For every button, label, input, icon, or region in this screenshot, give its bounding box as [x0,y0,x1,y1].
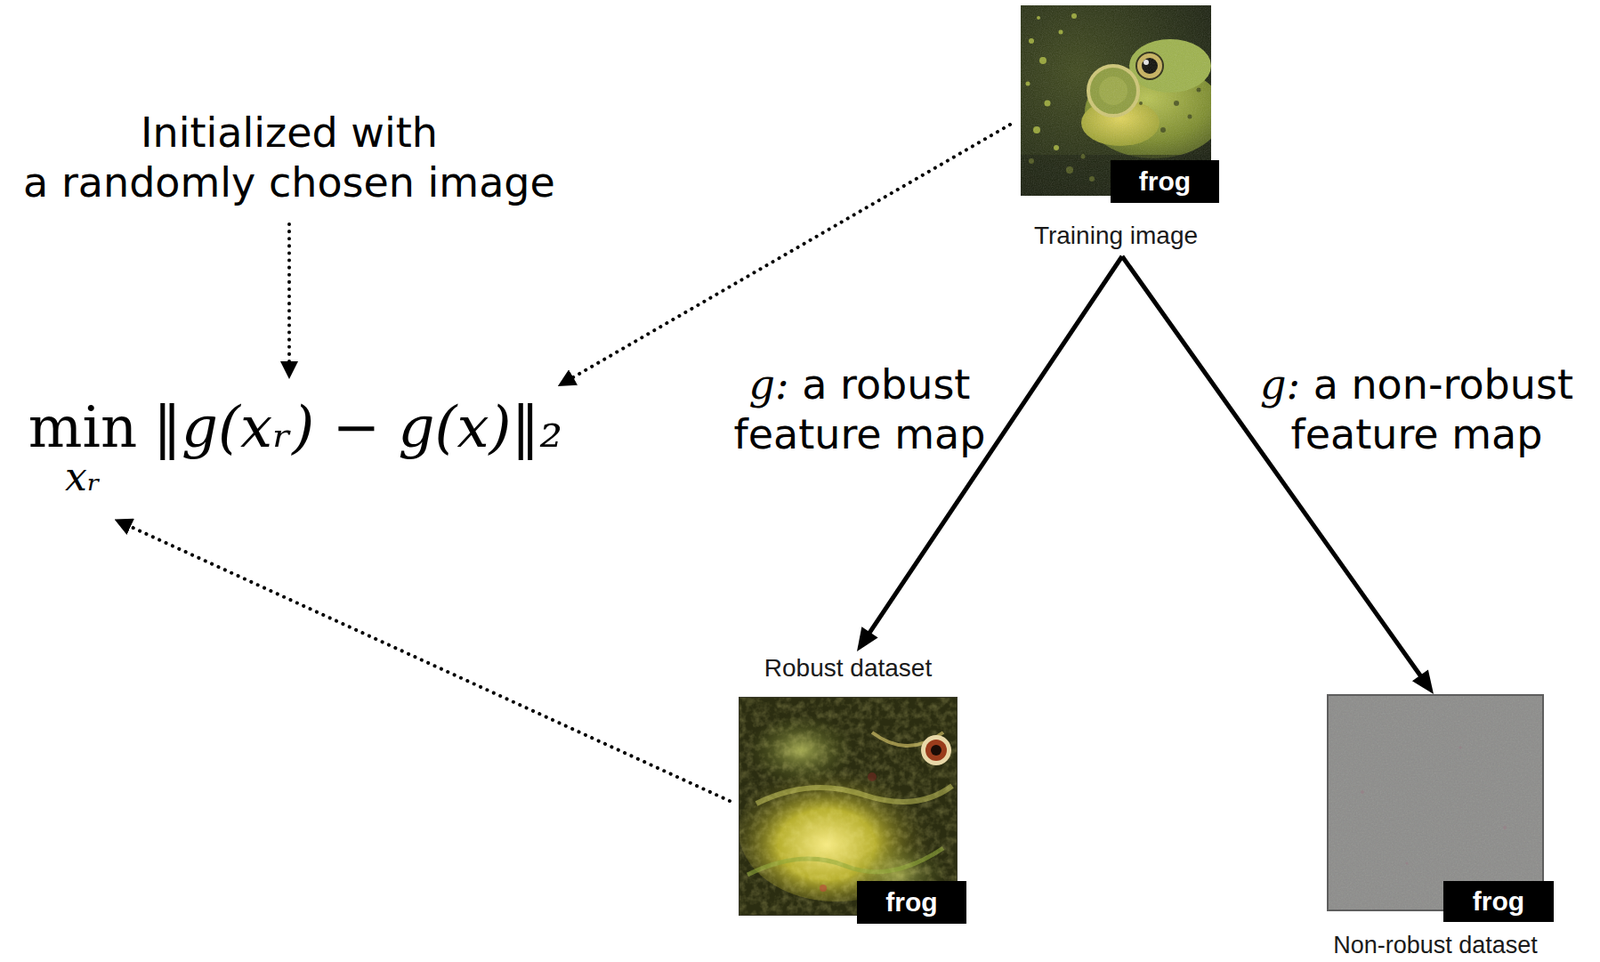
dotted-arrow [287,224,291,374]
class-badge: frog [1443,880,1554,922]
math-subscript: xᵣ [64,457,101,497]
annotation: Initialized with a randomly chosen image [4,107,574,208]
math-expression: ‖g(xᵣ) − g(x)‖₂ [153,398,563,456]
image-caption: Non-robust dataset [1333,932,1538,958]
math-operator: min [28,398,138,456]
connector [1122,256,1434,695]
image-node: Non-robust dataset frog [1326,694,1544,960]
image-node: Training image frog [1020,5,1212,257]
arrowhead [1412,669,1434,695]
class-label: frog [885,888,938,916]
class-badge: frog [856,880,967,924]
edge-label: g: a non-robust feature map [1238,359,1595,460]
image-caption: Robust dataset [764,654,932,683]
image-caption: Training image [1034,222,1198,251]
connector-line [1122,256,1422,677]
image-node: Robust dataset frog [738,651,958,916]
class-label: frog [1472,888,1525,915]
wrap-spacer [4,107,130,158]
annotation-box: Initialized with a randomly chosen image [4,107,574,208]
edge-label: g: a robust feature map [708,359,1011,460]
dotted-arrow [119,521,730,801]
class-label: frog [1139,168,1191,195]
arrowhead [856,626,879,652]
class-badge: frog [1110,160,1220,203]
non-robust-image [1326,694,1544,912]
dotted-arrow [562,124,1011,384]
wrap-spacer [449,107,574,158]
